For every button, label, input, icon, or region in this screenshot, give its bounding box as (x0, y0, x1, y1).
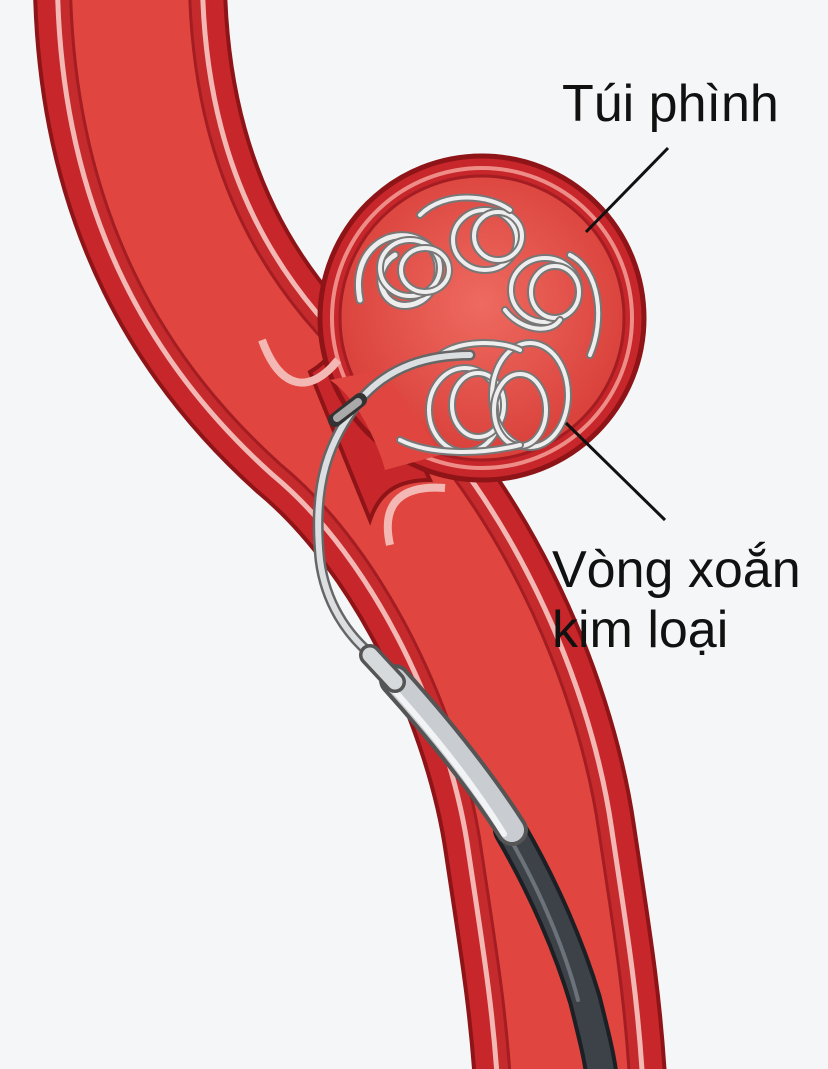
coil-label-line2: kim loại (552, 600, 801, 660)
aneurysm-label: Túi phình (562, 74, 779, 134)
coil-leader-line (566, 423, 665, 520)
coil-label: Vòng xoắn kim loại (552, 540, 801, 660)
coil-label-line1: Vòng xoắn (552, 540, 801, 600)
aneurysm-leader-line (586, 148, 668, 232)
